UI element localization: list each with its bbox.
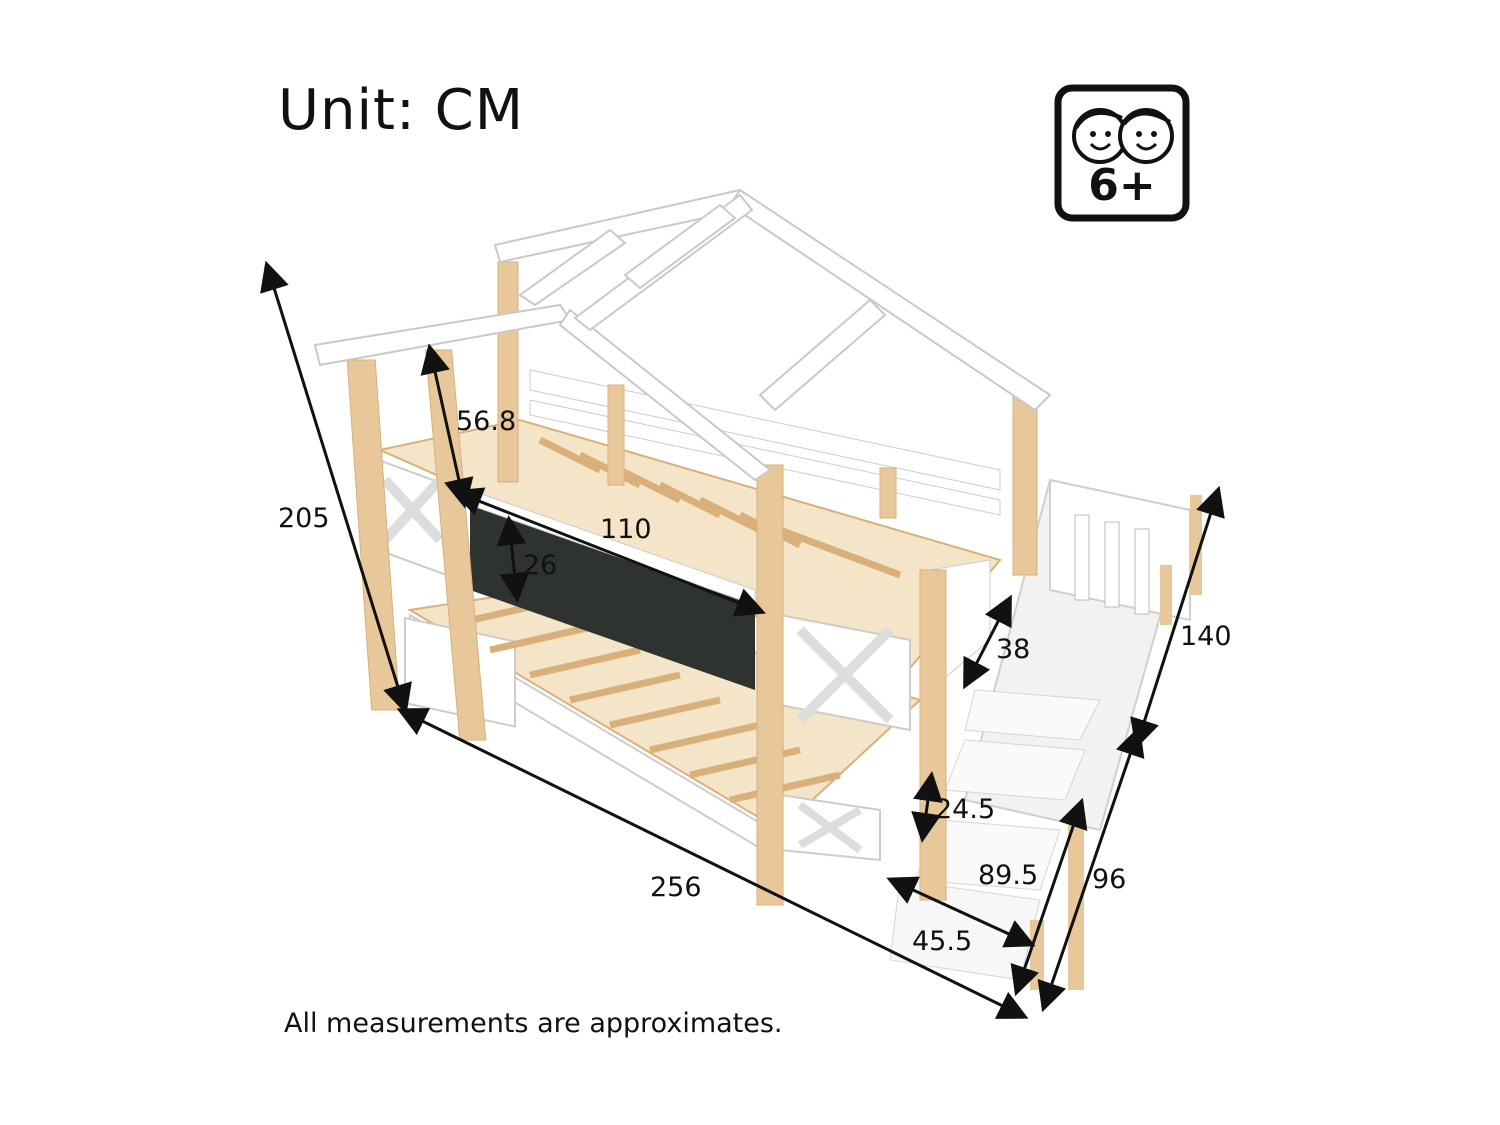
dimension-lines (260, 260, 1225, 1019)
label-height-total: 205 (278, 503, 330, 534)
length-arrow (396, 708, 1029, 1019)
upper-opening-arrow (963, 594, 1012, 690)
label-stair-depth: 96 (1092, 864, 1126, 895)
label-panel-length: 110 (600, 514, 652, 545)
label-step-width: 45.5 (912, 926, 972, 957)
age-label: 6+ (1088, 160, 1155, 211)
label-panel-height: 26 (523, 550, 557, 581)
label-guard-height: 56.8 (456, 406, 516, 437)
label-stair-height: 89.5 (978, 860, 1038, 891)
age-badge: 6+ (1054, 84, 1190, 222)
label-upper-opening: 38 (996, 634, 1030, 665)
step-height-arrow (911, 771, 943, 843)
label-depth-total: 140 (1180, 621, 1232, 652)
stair-height-arrow (1010, 797, 1088, 997)
label-step-height: 24.5 (935, 794, 995, 825)
step-width-arrow (886, 876, 1036, 948)
roof-frame (313, 188, 1052, 482)
depth-arrow (1130, 485, 1225, 750)
label-length-total: 256 (650, 872, 702, 903)
unit-title: Unit: CM (278, 78, 525, 143)
panel-height-arrow (496, 515, 530, 603)
kids-faces-icon (1072, 108, 1174, 164)
guard-height-arrow (420, 343, 474, 509)
approximation-note: All measurements are approximates. (284, 1008, 783, 1039)
height-arrow (260, 260, 412, 715)
panel-length-arrow (452, 487, 766, 617)
